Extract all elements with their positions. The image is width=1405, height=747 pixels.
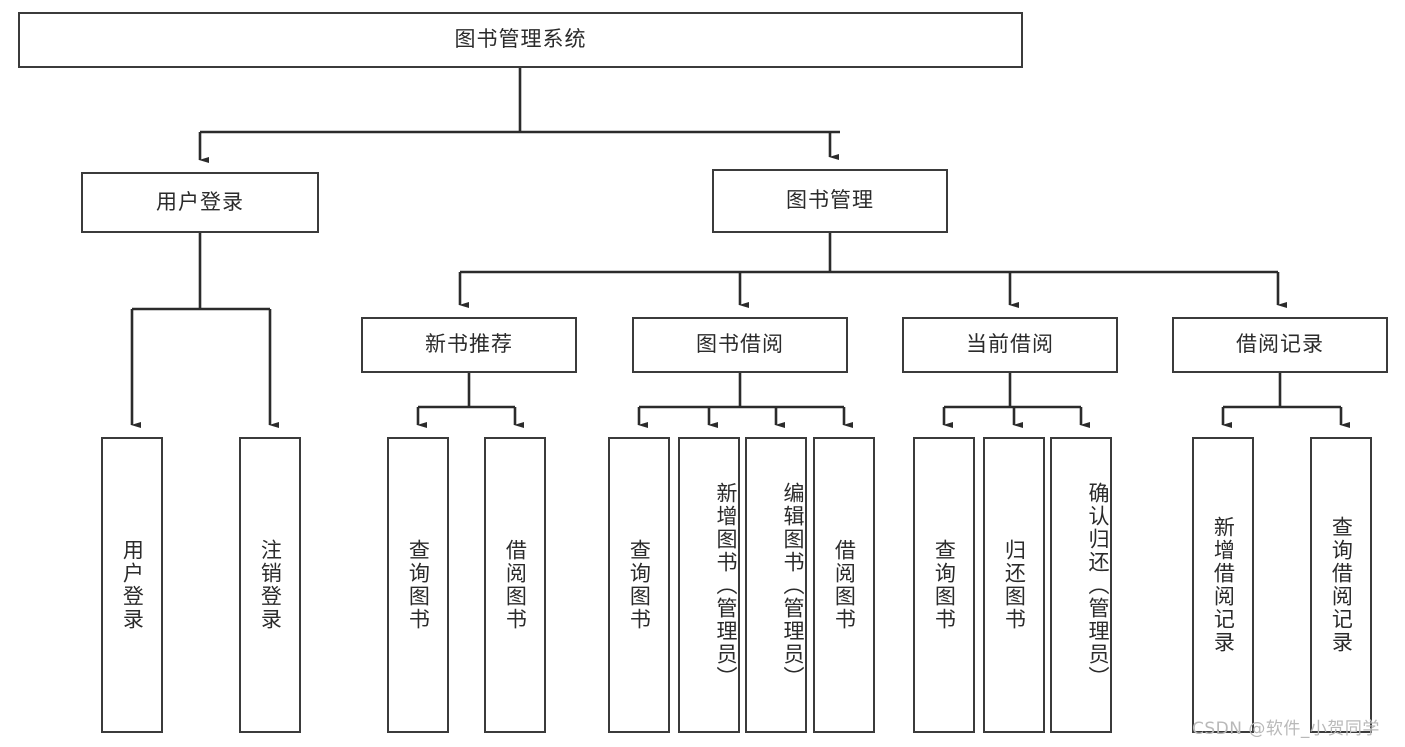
node-user-login[interactable]: 用户登录 <box>81 172 319 233</box>
leaf-borrow-books-recommend[interactable]: 借阅图书 <box>484 437 546 733</box>
leaf-add-borrow-record[interactable]: 新增借阅记录 <box>1192 437 1254 733</box>
node-borrow-records[interactable]: 借阅记录 <box>1172 317 1388 373</box>
leaf-borrow-book[interactable]: 借阅图书 <box>813 437 875 733</box>
leaf-return-book[interactable]: 归还图书 <box>983 437 1045 733</box>
leaf-logout[interactable]: 注销登录 <box>239 437 301 733</box>
leaf-add-book-admin[interactable]: 新增图书（管理员） <box>678 437 740 733</box>
node-book-borrow[interactable]: 图书借阅 <box>632 317 848 373</box>
leaf-query-books-borrow[interactable]: 查询图书 <box>608 437 670 733</box>
leaf-query-borrow-record[interactable]: 查询借阅记录 <box>1310 437 1372 733</box>
node-book-management[interactable]: 图书管理 <box>712 169 948 233</box>
csdn-watermark: CSDN @软件_小贺同学 <box>1192 719 1380 739</box>
leaf-user-login[interactable]: 用户登录 <box>101 437 163 733</box>
node-root-system[interactable]: 图书管理系统 <box>18 12 1023 68</box>
leaf-confirm-return-admin[interactable]: 确认归还（管理员） <box>1050 437 1112 733</box>
leaf-query-books-current[interactable]: 查询图书 <box>913 437 975 733</box>
node-current-borrow[interactable]: 当前借阅 <box>902 317 1118 373</box>
leaf-edit-book-admin[interactable]: 编辑图书（管理员） <box>745 437 807 733</box>
leaf-query-books-recommend[interactable]: 查询图书 <box>387 437 449 733</box>
node-new-book-recommend[interactable]: 新书推荐 <box>361 317 577 373</box>
